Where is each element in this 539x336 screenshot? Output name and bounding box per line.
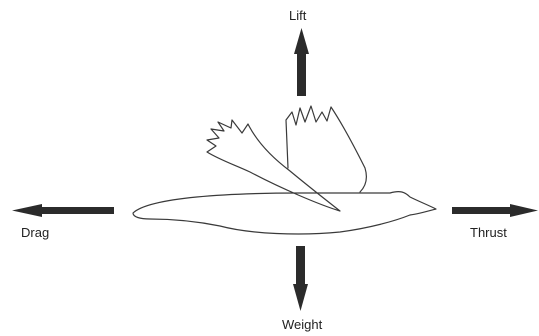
drag-label: Drag [21, 226, 49, 239]
bird-lower-wing [207, 120, 340, 211]
bird-body [133, 192, 436, 234]
lift-arrow [294, 28, 309, 96]
weight-label: Weight [282, 318, 322, 331]
bird-outline-icon [133, 106, 436, 234]
weight-arrow [293, 246, 308, 311]
lift-label: Lift [289, 9, 306, 22]
thrust-label: Thrust [470, 226, 507, 239]
bird-upper-wing [286, 106, 366, 192]
drag-arrow [12, 204, 114, 217]
thrust-arrow [452, 204, 538, 217]
